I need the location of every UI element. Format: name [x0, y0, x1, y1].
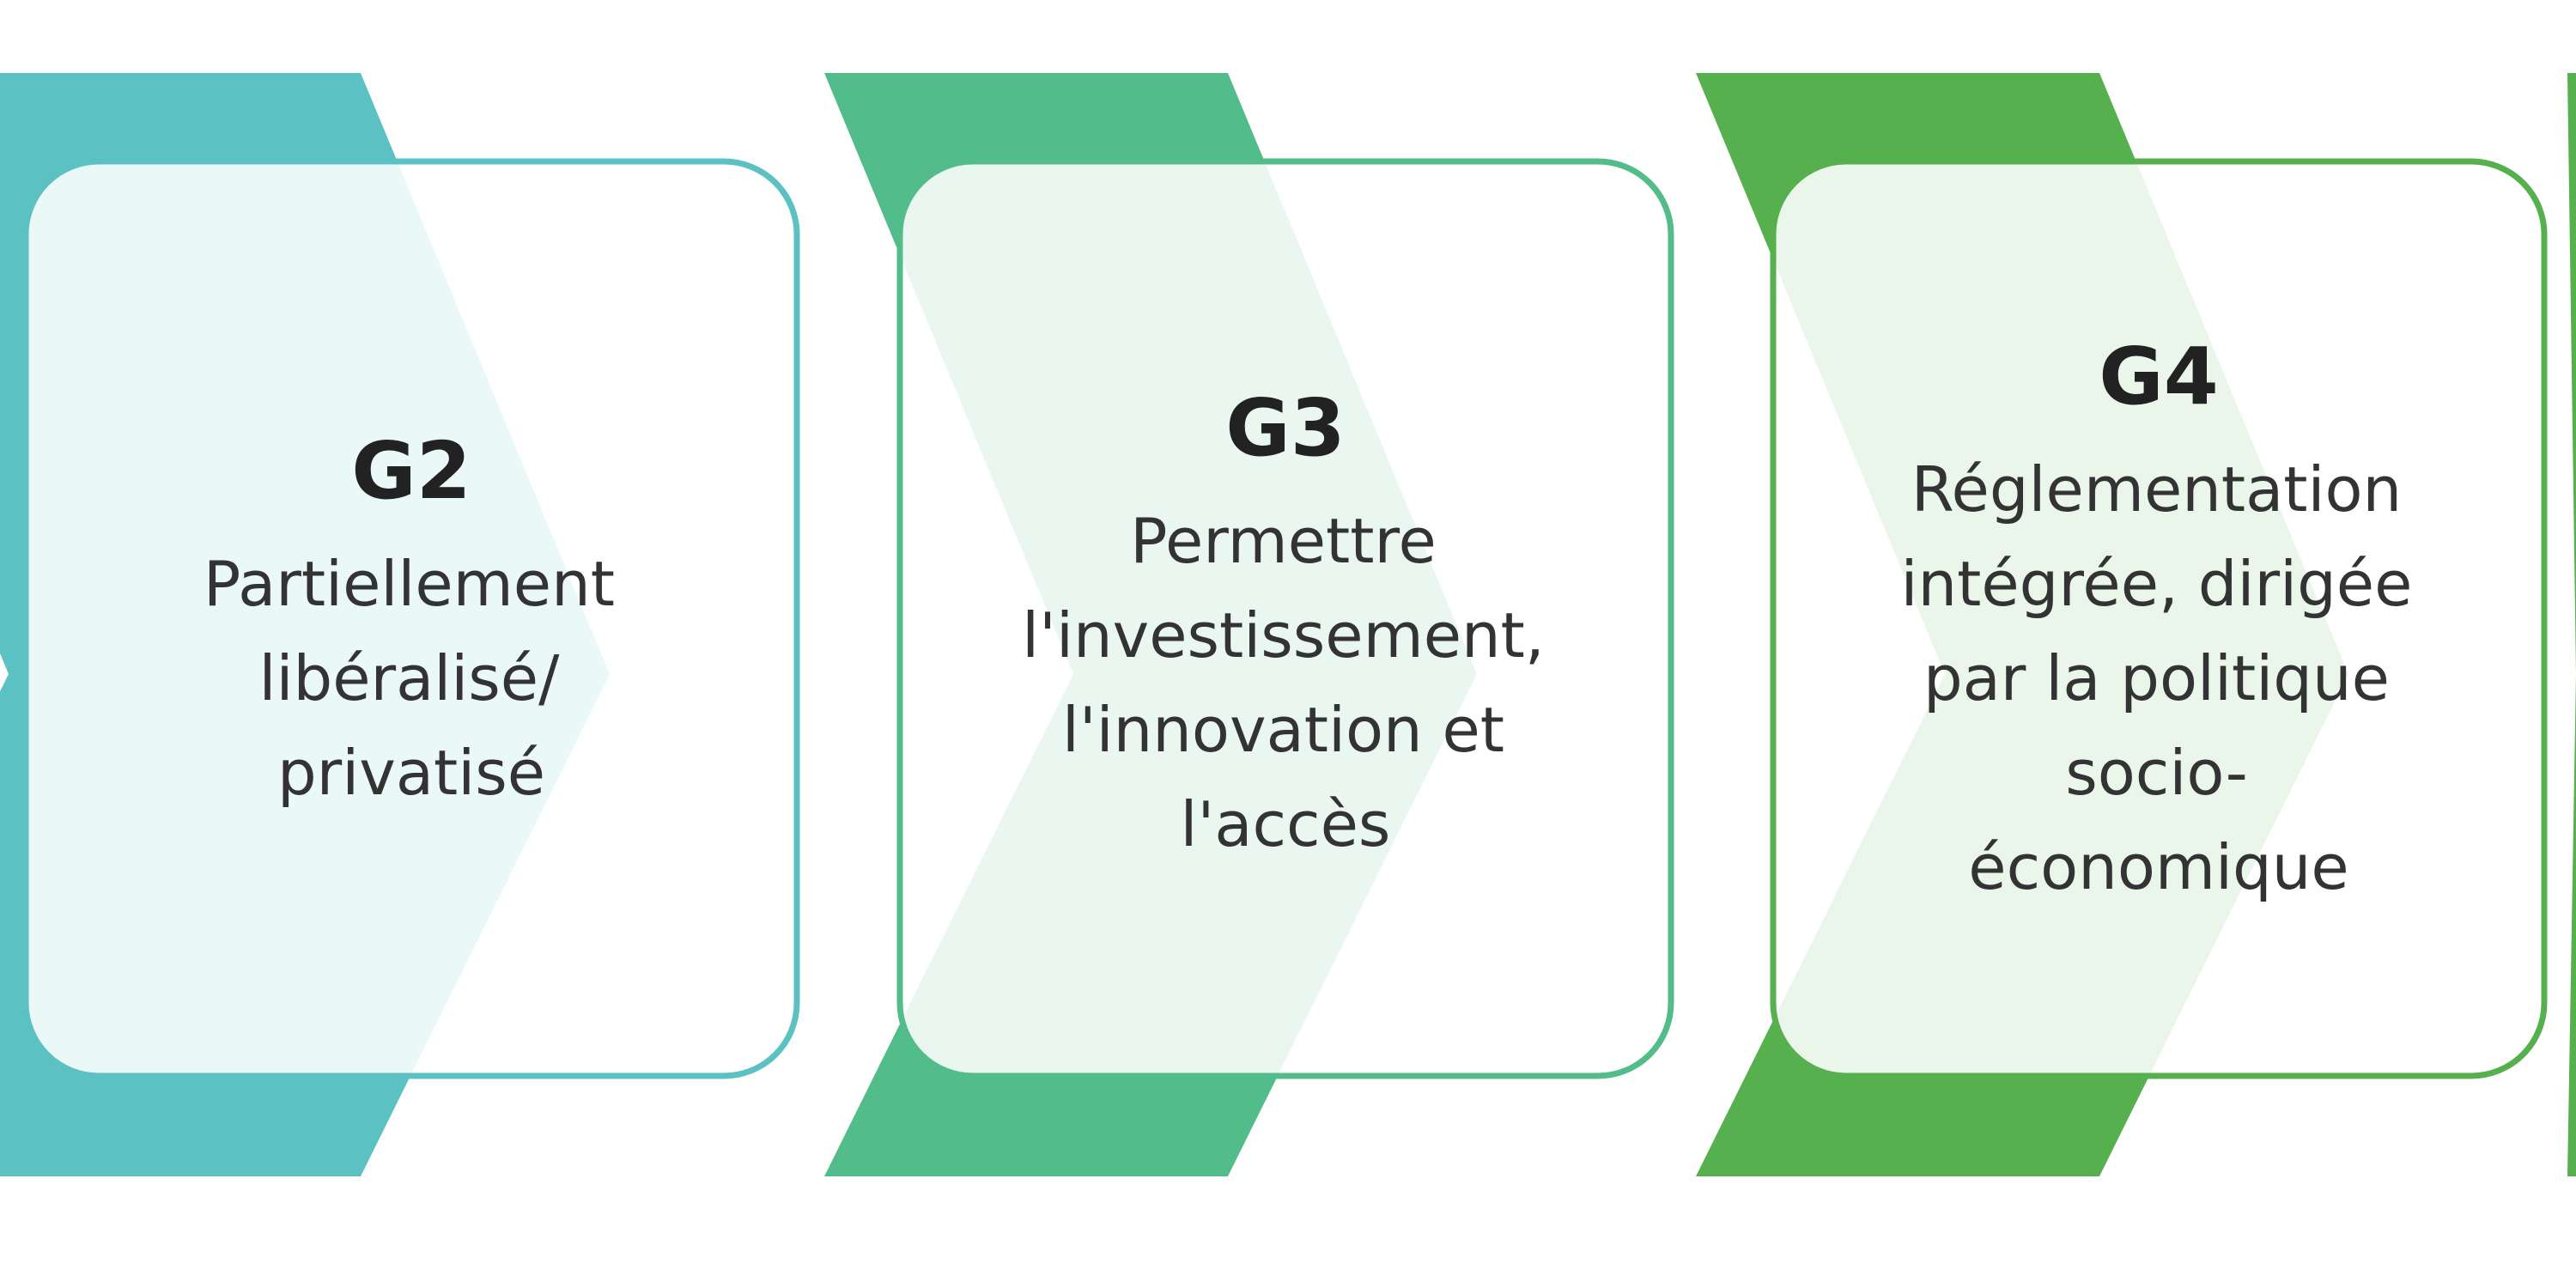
next-step-partial	[2567, 73, 2576, 1176]
step-g2: G2 Partiellement libéralisé/ privatisé	[0, 73, 800, 1176]
step-card-g4	[1770, 158, 2548, 1079]
step-description-line: économique	[1968, 831, 2348, 903]
step-description-line: l'investissement,	[1022, 599, 1545, 671]
step-card-g2	[22, 158, 800, 1079]
step-g3: G3 Permettre l'investissement, l'innovat…	[824, 73, 1674, 1176]
step-description-line: l'innovation et	[1062, 694, 1504, 766]
step-description-g2: Partiellement libéralisé/ privatisé	[204, 548, 619, 809]
step-title-g3: G3	[1225, 382, 1346, 474]
step-g4: G4 Réglementation intégrée, dirigée par …	[1696, 73, 2548, 1176]
step-description-line: privatisé	[277, 737, 545, 809]
step-description-line: libéralisé/	[259, 642, 561, 714]
step-description-line: l'accès	[1181, 788, 1391, 860]
step-description-line: Permettre	[1130, 505, 1437, 577]
chevron-arrow-partial	[2567, 73, 2576, 1176]
step-description-line: socio-	[2065, 737, 2248, 809]
step-description-line: intégrée, dirigée	[1901, 548, 2413, 620]
step-description-line: Réglementation	[1911, 453, 2402, 526]
step-title-g4: G4	[2099, 331, 2219, 422]
step-card-g3	[896, 158, 1674, 1079]
step-description-line: Partiellement	[204, 548, 615, 620]
step-description-line: par la politique	[1923, 642, 2390, 714]
step-title-g2: G2	[351, 425, 471, 517]
step-description-g3: Permettre l'investissement, l'innovation…	[1022, 505, 1549, 860]
step-description-g4: Réglementation intégrée, dirigée par la …	[1901, 453, 2417, 903]
